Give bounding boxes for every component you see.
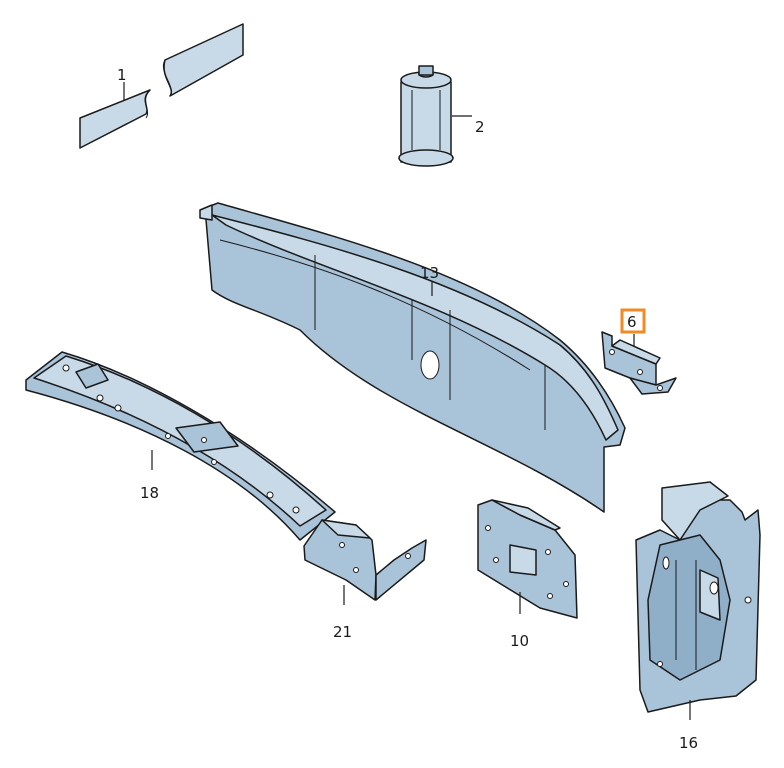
- callout-1[interactable]: 1: [117, 66, 127, 84]
- part-1-tape-strip[interactable]: [79, 23, 244, 149]
- part-6-bracket[interactable]: [601, 331, 677, 395]
- part-10-reinforcement-plate[interactable]: [477, 499, 578, 619]
- part-13-rear-panel[interactable]: [199, 202, 626, 513]
- callout-16[interactable]: 16: [679, 734, 698, 752]
- callout-21[interactable]: 21: [333, 623, 352, 641]
- callout-6[interactable]: 6: [627, 313, 637, 331]
- callout-13[interactable]: 13: [420, 264, 439, 282]
- part-18-crossmember[interactable]: [25, 351, 336, 541]
- callout-6-highlight: [620, 308, 646, 334]
- callout-18[interactable]: 18: [140, 484, 159, 502]
- callout-10[interactable]: 10: [510, 632, 529, 650]
- part-16-side-panel[interactable]: [635, 481, 761, 713]
- callout-2[interactable]: 2: [475, 118, 485, 136]
- part-2-sealant-cartridge[interactable]: [398, 65, 454, 167]
- part-21-mounting-bracket[interactable]: [303, 519, 427, 601]
